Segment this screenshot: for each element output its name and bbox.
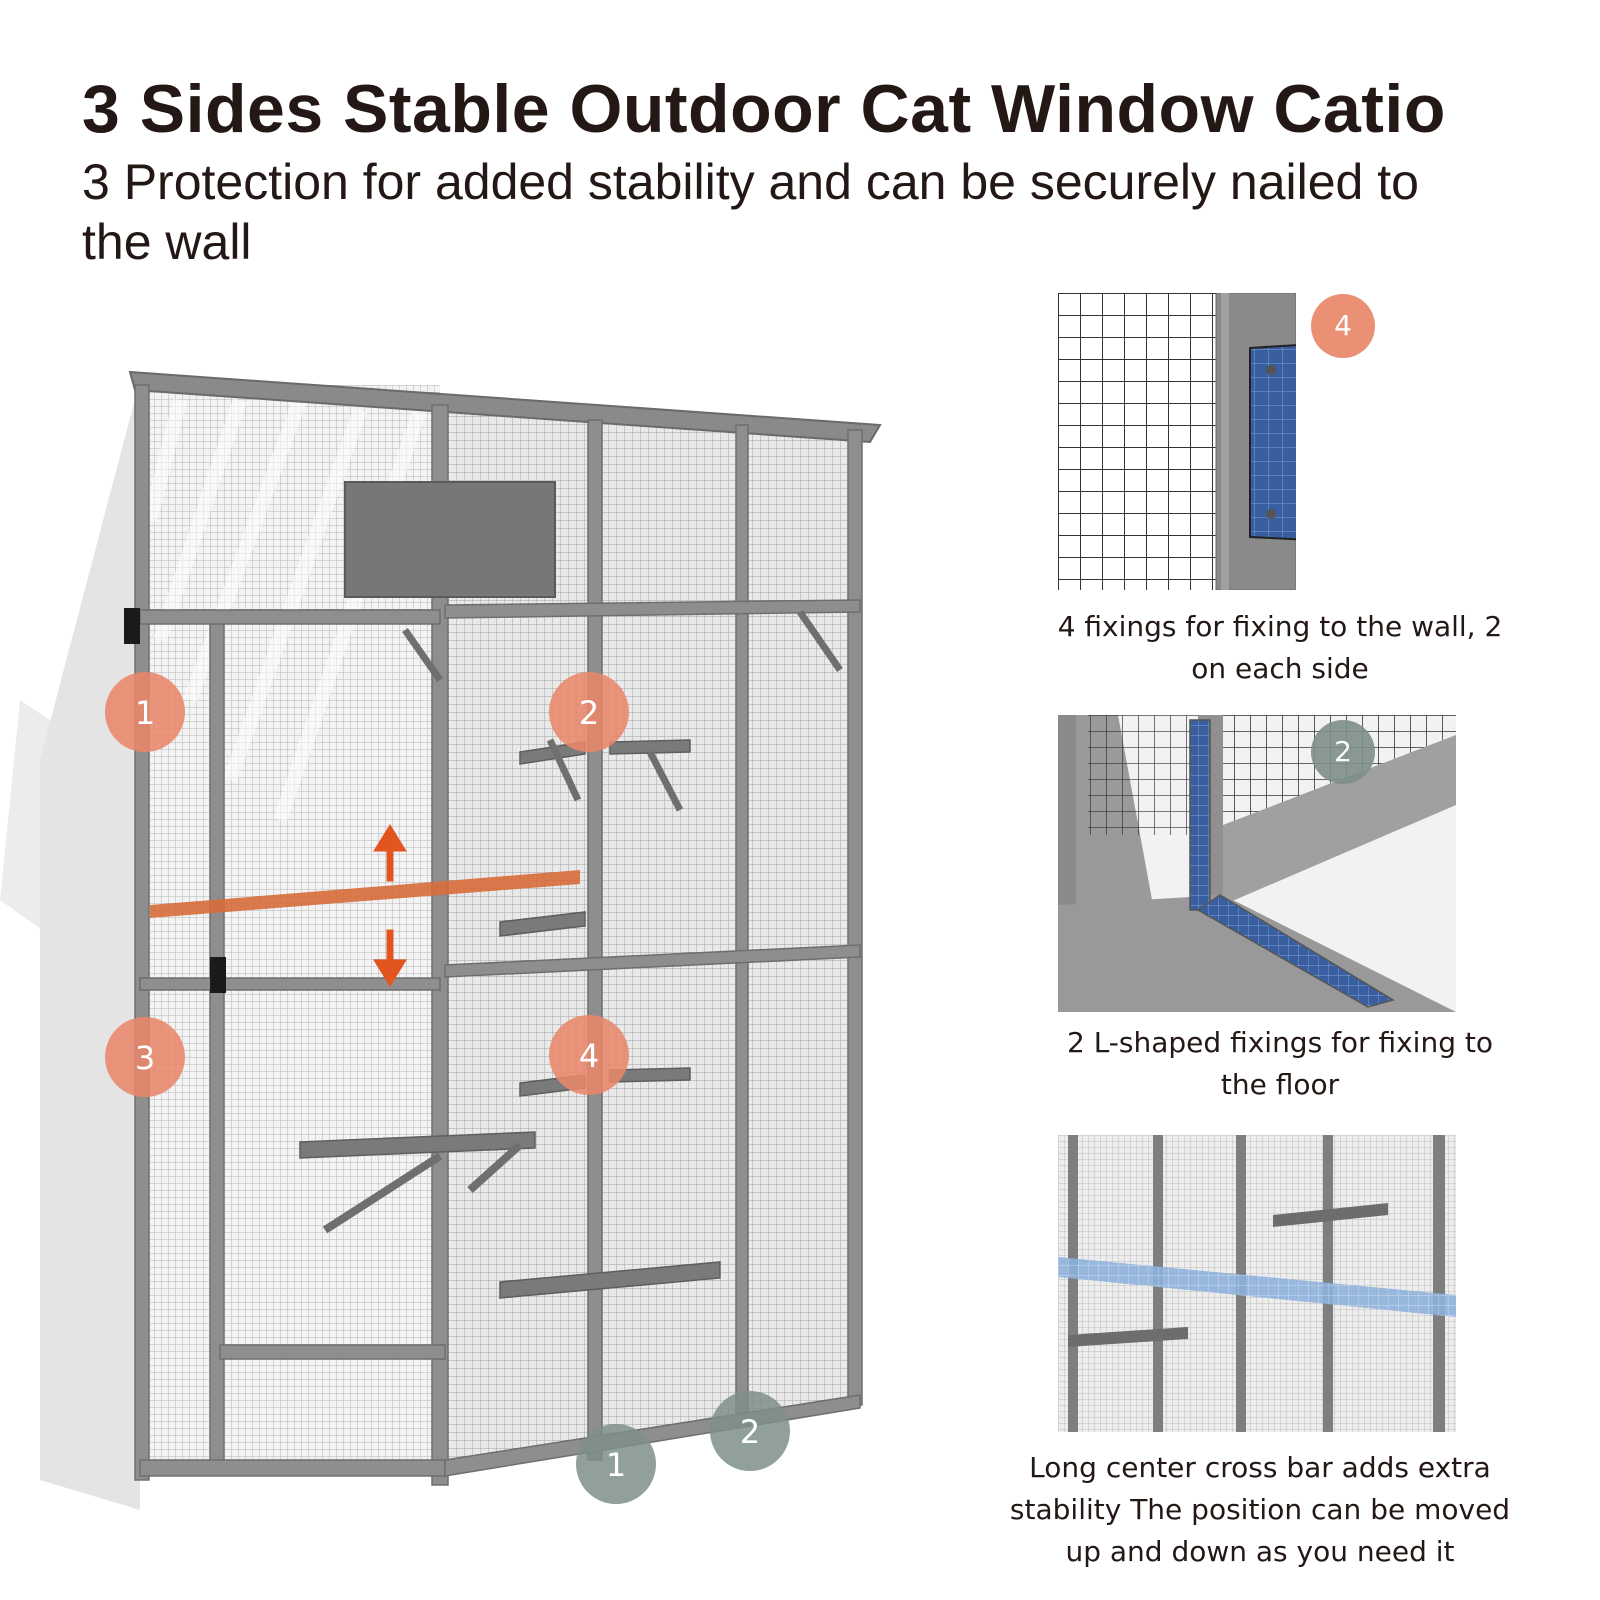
marker-4: 4	[549, 1015, 629, 1095]
catio-front-panel	[445, 410, 860, 1465]
wall-fixing-plate	[1249, 344, 1296, 541]
l-bracket-vertical	[1189, 719, 1211, 911]
marker-2: 2	[549, 672, 629, 752]
main-title: 3 Sides Stable Outdoor Cat Window Catio	[82, 71, 1446, 147]
marker-1: 1	[105, 672, 185, 752]
cross-bar-illustration	[1058, 1135, 1456, 1432]
marker-layer: 1 2 3 4 1 2	[105, 672, 790, 1504]
detail-1-badge-label: 4	[1334, 309, 1352, 342]
detail-2-badge-label: 2	[1334, 735, 1352, 768]
door-latch-icon	[210, 957, 226, 993]
subtitle: 3 Protection for added stability and can…	[82, 154, 1419, 270]
svg-text:3: 3	[135, 1039, 155, 1077]
detail-1-badge: 4	[1311, 294, 1375, 358]
center-cross-bar	[150, 870, 580, 918]
floor-fixing-illustration	[1058, 715, 1456, 1012]
catio-illustration	[0, 370, 882, 1510]
door-latch-icon	[124, 608, 140, 644]
marker-floor-1: 1	[576, 1424, 656, 1504]
upper-hideout	[344, 481, 556, 598]
adjust-arrows-icon	[373, 824, 407, 987]
caption-cross-bar: Long center cross bar adds extra stabili…	[1009, 1451, 1511, 1568]
l-bracket-horizontal	[1196, 894, 1395, 1008]
marker-floor-2: 2	[710, 1391, 790, 1471]
marker-3: 3	[105, 1017, 185, 1097]
detail-floor-fixing	[1058, 715, 1456, 1012]
caption-floor-fixing: 2 L-shaped fixings for fixing to the flo…	[1066, 1026, 1493, 1101]
wall-fixing-illustration	[1058, 293, 1296, 590]
cross-bar-highlight	[1058, 1257, 1456, 1317]
detail-cross-bar	[1058, 1135, 1456, 1432]
detail-2-badge: 2	[1311, 720, 1375, 784]
catio-platforms	[299, 610, 843, 1299]
svg-text:1: 1	[135, 694, 155, 732]
svg-text:2: 2	[579, 694, 599, 732]
caption-wall-fixing: 4 fixings for fixing to the wall, 2 on e…	[1057, 610, 1503, 685]
detail-wall-fixing	[1058, 293, 1296, 590]
svg-text:2: 2	[740, 1413, 760, 1451]
svg-text:1: 1	[606, 1446, 626, 1484]
catio-roof	[128, 370, 882, 444]
svg-text:4: 4	[579, 1037, 599, 1075]
